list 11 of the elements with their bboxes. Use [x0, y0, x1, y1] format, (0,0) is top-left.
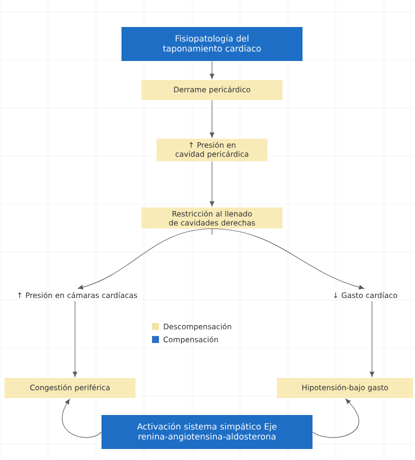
arrow — [210, 161, 214, 206]
heading-box: Fisiopatología del taponamiento cardíaco — [122, 27, 302, 61]
arrow — [210, 100, 214, 138]
arrow — [210, 60, 214, 79]
arrow — [212, 228, 364, 290]
arrow — [72, 300, 78, 377]
arrow — [78, 228, 212, 290]
arrow — [312, 398, 360, 438]
arrow — [62, 398, 102, 438]
heading-box: Activación sistema simpático Eje renina-angiotensina-aldosterona — [102, 415, 312, 449]
arrow — [370, 300, 374, 377]
